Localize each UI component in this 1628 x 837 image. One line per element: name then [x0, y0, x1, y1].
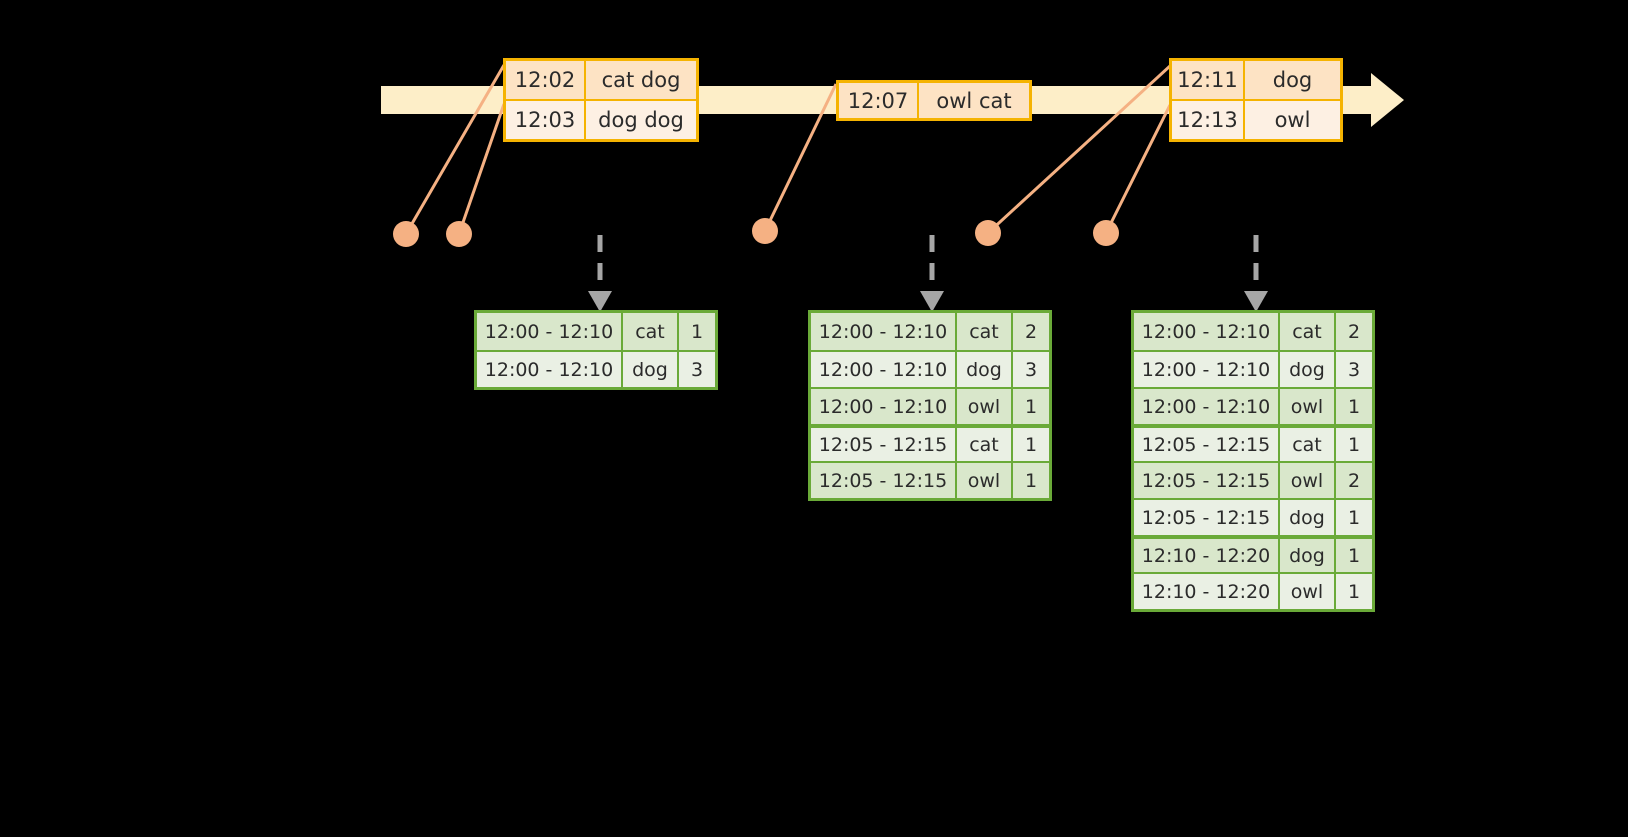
connector-dot — [975, 220, 1001, 246]
word-cell: cat — [623, 313, 679, 350]
event-time: 12:07 — [839, 83, 919, 118]
event-words: owl — [1245, 101, 1340, 139]
word-cell: cat — [957, 313, 1013, 350]
event-group-2[interactable]: 12:07 owl cat — [836, 80, 1032, 121]
window-cell: 12:10 - 12:20 — [1134, 539, 1280, 572]
event-group-3[interactable]: 12:11 dog 12:13 owl — [1169, 58, 1343, 142]
window-cell: 12:00 - 12:10 — [477, 313, 623, 350]
word-cell: dog — [623, 352, 679, 387]
event-time: 12:03 — [506, 101, 586, 139]
count-cell: 1 — [1013, 463, 1049, 498]
connector-dot — [752, 218, 778, 244]
word-cell: owl — [1280, 574, 1336, 609]
event-row[interactable]: 12:11 dog — [1172, 61, 1340, 99]
window-cell: 12:00 - 12:10 — [1134, 389, 1280, 424]
event-group-1[interactable]: 12:02 cat dog 12:03 dog dog — [503, 58, 699, 142]
connector-dot — [393, 221, 419, 247]
word-cell: cat — [1280, 313, 1336, 350]
event-words: owl cat — [919, 83, 1029, 118]
event-time: 12:13 — [1172, 101, 1245, 139]
count-cell: 1 — [1336, 574, 1372, 609]
timeline-arrowhead — [1371, 73, 1404, 127]
count-cell: 3 — [1013, 352, 1049, 387]
event-row[interactable]: 12:13 owl — [1172, 99, 1340, 139]
count-cell: 1 — [679, 313, 715, 350]
count-cell: 2 — [1013, 313, 1049, 350]
flow-arrow-head — [588, 291, 612, 312]
window-cell: 12:00 - 12:10 — [1134, 352, 1280, 387]
word-cell: owl — [957, 463, 1013, 498]
count-cell: 2 — [1336, 463, 1372, 498]
event-row[interactable]: 12:03 dog dog — [506, 99, 696, 139]
word-cell: dog — [1280, 352, 1336, 387]
window-cell: 12:00 - 12:10 — [811, 352, 957, 387]
event-time: 12:11 — [1172, 61, 1245, 99]
word-cell: owl — [1280, 389, 1336, 424]
word-cell: cat — [957, 428, 1013, 461]
count-cell: 1 — [1336, 500, 1372, 535]
event-time: 12:02 — [506, 61, 586, 99]
event-words: dog — [1245, 61, 1340, 99]
flow-arrow-head — [1244, 291, 1268, 312]
window-cell: 12:05 - 12:15 — [1134, 428, 1280, 461]
flow-arrow-head — [920, 291, 944, 312]
window-cell: 12:10 - 12:20 — [1134, 574, 1280, 609]
count-cell: 1 — [1336, 428, 1372, 461]
count-cell: 1 — [1336, 389, 1372, 424]
word-cell: owl — [1280, 463, 1336, 498]
window-cell: 12:05 - 12:15 — [1134, 463, 1280, 498]
connector-dot — [446, 221, 472, 247]
event-words: cat dog — [586, 61, 696, 99]
event-row[interactable]: 12:02 cat dog — [506, 61, 696, 99]
window-cell: 12:05 - 12:15 — [811, 428, 957, 461]
event-words: dog dog — [586, 101, 696, 139]
window-cell: 12:05 - 12:15 — [1134, 500, 1280, 535]
window-cell: 12:00 - 12:10 — [811, 389, 957, 424]
count-cell: 1 — [1013, 428, 1049, 461]
window-cell: 12:00 - 12:10 — [1134, 313, 1280, 350]
word-cell: cat — [1280, 428, 1336, 461]
window-cell: 12:00 - 12:10 — [811, 313, 957, 350]
window-cell: 12:05 - 12:15 — [811, 463, 957, 498]
count-cell: 1 — [1336, 539, 1372, 572]
count-cell: 3 — [679, 352, 715, 387]
count-cell: 1 — [1013, 389, 1049, 424]
word-cell: owl — [957, 389, 1013, 424]
event-row[interactable]: 12:07 owl cat — [839, 83, 1029, 118]
word-cell: dog — [1280, 500, 1336, 535]
word-cell: dog — [1280, 539, 1336, 572]
count-cell: 2 — [1336, 313, 1372, 350]
connector-dot — [1093, 220, 1119, 246]
word-cell: dog — [957, 352, 1013, 387]
window-cell: 12:00 - 12:10 — [477, 352, 623, 387]
count-cell: 3 — [1336, 352, 1372, 387]
